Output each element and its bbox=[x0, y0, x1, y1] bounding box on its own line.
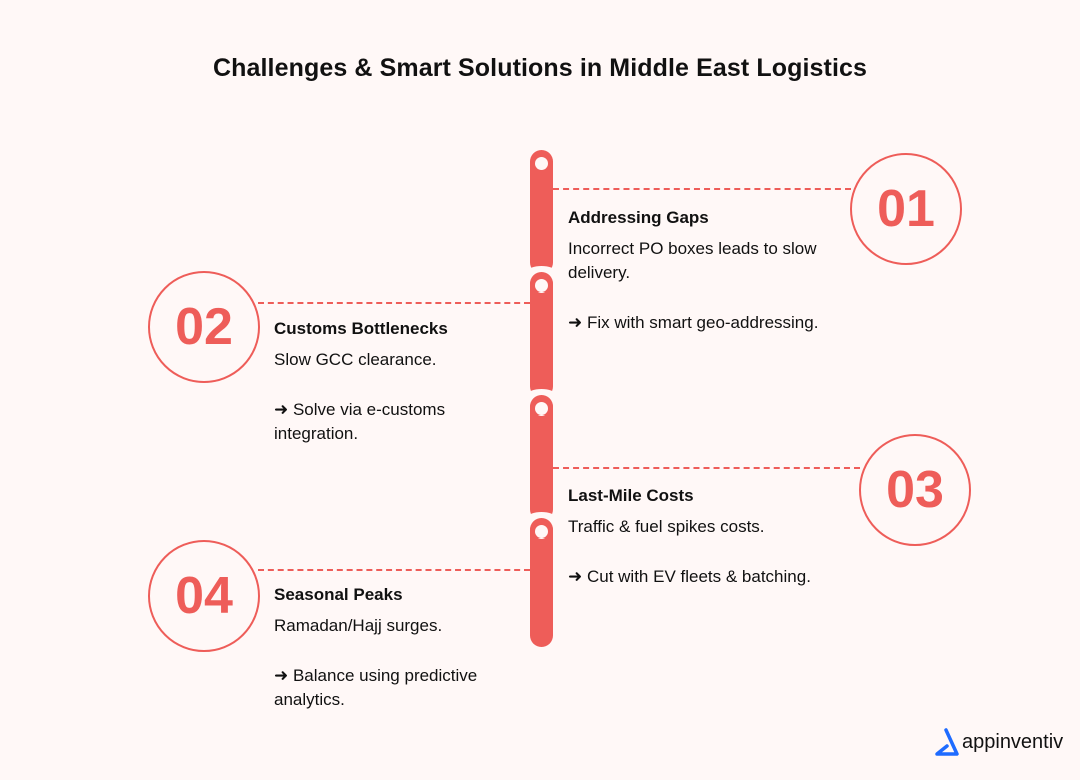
timeline-notch bbox=[528, 389, 555, 399]
timeline-cap bbox=[530, 272, 553, 292]
step-problem: Traffic & fuel spikes costs. bbox=[568, 517, 765, 536]
timeline-dot bbox=[535, 525, 548, 538]
timeline-segment-1 bbox=[530, 150, 553, 274]
connector-03 bbox=[553, 467, 860, 469]
step-number-01: 01 bbox=[850, 153, 962, 265]
timeline-notch bbox=[528, 266, 555, 276]
step-problem: Slow GCC clearance. bbox=[274, 350, 437, 369]
page-title: Challenges & Smart Solutions in Middle E… bbox=[212, 54, 868, 82]
step-problem: Incorrect PO boxes leads to slow deliver… bbox=[568, 239, 817, 282]
step-heading: Customs Bottlenecks bbox=[274, 319, 448, 338]
connector-04 bbox=[258, 569, 530, 571]
step-heading: Addressing Gaps bbox=[568, 208, 709, 227]
appinventiv-logo-icon bbox=[935, 728, 959, 756]
step-number-02: 02 bbox=[148, 271, 260, 383]
step-number-03: 03 bbox=[859, 434, 971, 546]
timeline-dot bbox=[535, 279, 548, 292]
timeline-segment-4 bbox=[530, 519, 553, 647]
step-number-04: 04 bbox=[148, 540, 260, 652]
timeline-dot bbox=[535, 157, 548, 170]
step-problem: Ramadan/Hajj surges. bbox=[274, 616, 443, 635]
brand-logo: appinventiv bbox=[933, 728, 1063, 756]
step-solution: ➜ Fix with smart geo-addressing. bbox=[568, 313, 819, 332]
step-02: Customs Bottlenecks Slow GCC clearance. … bbox=[274, 317, 514, 446]
connector-01 bbox=[553, 188, 851, 190]
step-04: Seasonal Peaks Ramadan/Hajj surges. ➜ Ba… bbox=[274, 583, 524, 712]
brand-name: appinventiv bbox=[962, 730, 1064, 753]
step-heading: Seasonal Peaks bbox=[274, 585, 403, 604]
step-solution: ➜ Balance using predictive analytics. bbox=[274, 666, 478, 709]
timeline-cap bbox=[530, 395, 553, 415]
step-solution: ➜ Cut with EV fleets & batching. bbox=[568, 567, 811, 586]
timeline-cap bbox=[530, 518, 553, 538]
step-01: Addressing Gaps Incorrect PO boxes leads… bbox=[568, 206, 828, 335]
step-solution: ➜ Solve via e-customs integration. bbox=[274, 400, 446, 443]
step-03: Last-Mile Costs Traffic & fuel spikes co… bbox=[568, 484, 828, 589]
step-heading: Last-Mile Costs bbox=[568, 486, 694, 505]
timeline-dot bbox=[535, 402, 548, 415]
timeline-notch bbox=[528, 512, 555, 522]
connector-02 bbox=[258, 302, 530, 304]
